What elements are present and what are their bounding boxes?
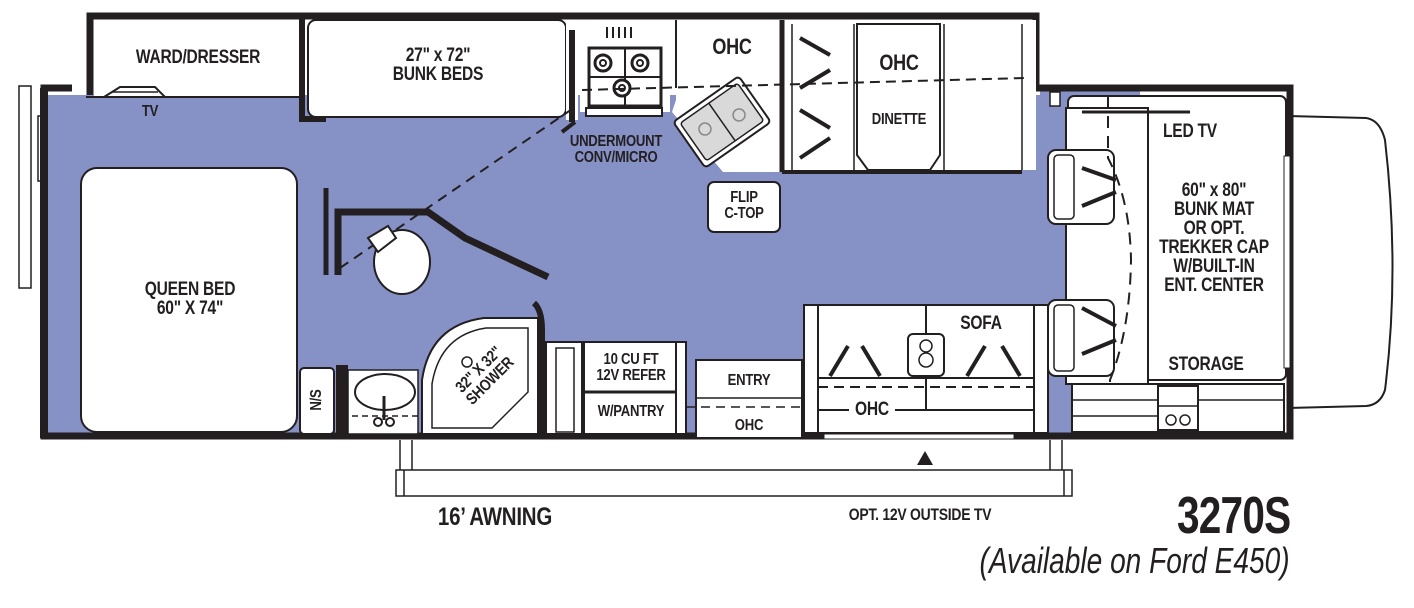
front-cabinets — [1071, 383, 1285, 433]
cab-outline — [1287, 115, 1394, 409]
nightstand-label: N/S — [308, 389, 325, 411]
ohc-kitchen-label: OHC — [712, 34, 752, 59]
queen-bed — [80, 167, 298, 433]
undermount-label: UNDERMOUNT CONV/MICRO — [569, 133, 663, 166]
refer-label: 10 CU FT 12V REFER — [596, 351, 666, 384]
entry-door-opening — [823, 433, 1015, 440]
flip-ctop-label: FLIP C-TOP — [724, 189, 764, 222]
rear-bumper — [18, 85, 43, 289]
bathroom-sink — [347, 369, 419, 435]
sofa — [803, 304, 1049, 434]
pantry-label: W/PANTRY — [597, 403, 665, 420]
led-tv-label: LED TV — [1163, 121, 1217, 142]
bathroom-walls — [323, 106, 577, 436]
ward-dresser — [86, 18, 305, 122]
ward-dresser-label: WARD/DRESSER — [135, 47, 261, 68]
awning-label: 16’ AWNING — [437, 503, 553, 531]
ohc-dashed-line — [581, 77, 1025, 91]
chassis-availability: (Available on Ford E450) — [979, 540, 1290, 581]
kitchen-counter — [672, 20, 781, 233]
ohc-dinette-label: OHC — [879, 50, 919, 75]
rear-tv-label: TV — [141, 103, 159, 120]
refrigerator — [545, 341, 687, 435]
kitchen-sink — [673, 76, 771, 168]
awning — [395, 440, 1073, 497]
bunk-beds-label: 27" x 72" BUNK BEDS — [392, 45, 484, 85]
ohc-sofa-label: OHC — [849, 400, 895, 419]
model-number: 3270S — [1176, 487, 1291, 545]
sofa-label: SOFA — [960, 313, 1002, 334]
bunk-beds — [302, 19, 578, 122]
outside-tv-label: OPT. 12V OUTSIDE TV — [848, 505, 992, 524]
queen-bed-label: QUEEN BED 60" X 74" — [144, 279, 236, 319]
windshield — [1283, 155, 1291, 369]
nightstand — [299, 365, 348, 435]
cabover-label: 60" x 80" BUNK MAT OR OPT. TREKKER CAP W… — [1159, 180, 1269, 296]
ohc-entry-label: OHC — [734, 417, 764, 434]
shower — [421, 317, 539, 435]
dinette — [779, 20, 1036, 174]
outside-tv-marker-icon — [917, 451, 933, 465]
entry — [686, 359, 803, 439]
cabover — [1047, 91, 1287, 436]
stove — [580, 20, 670, 117]
storage-label: STORAGE — [1168, 354, 1244, 375]
toilet-icon — [366, 224, 431, 295]
dinette-label: DINETTE — [871, 111, 927, 128]
entry-label: ENTRY — [727, 372, 771, 389]
